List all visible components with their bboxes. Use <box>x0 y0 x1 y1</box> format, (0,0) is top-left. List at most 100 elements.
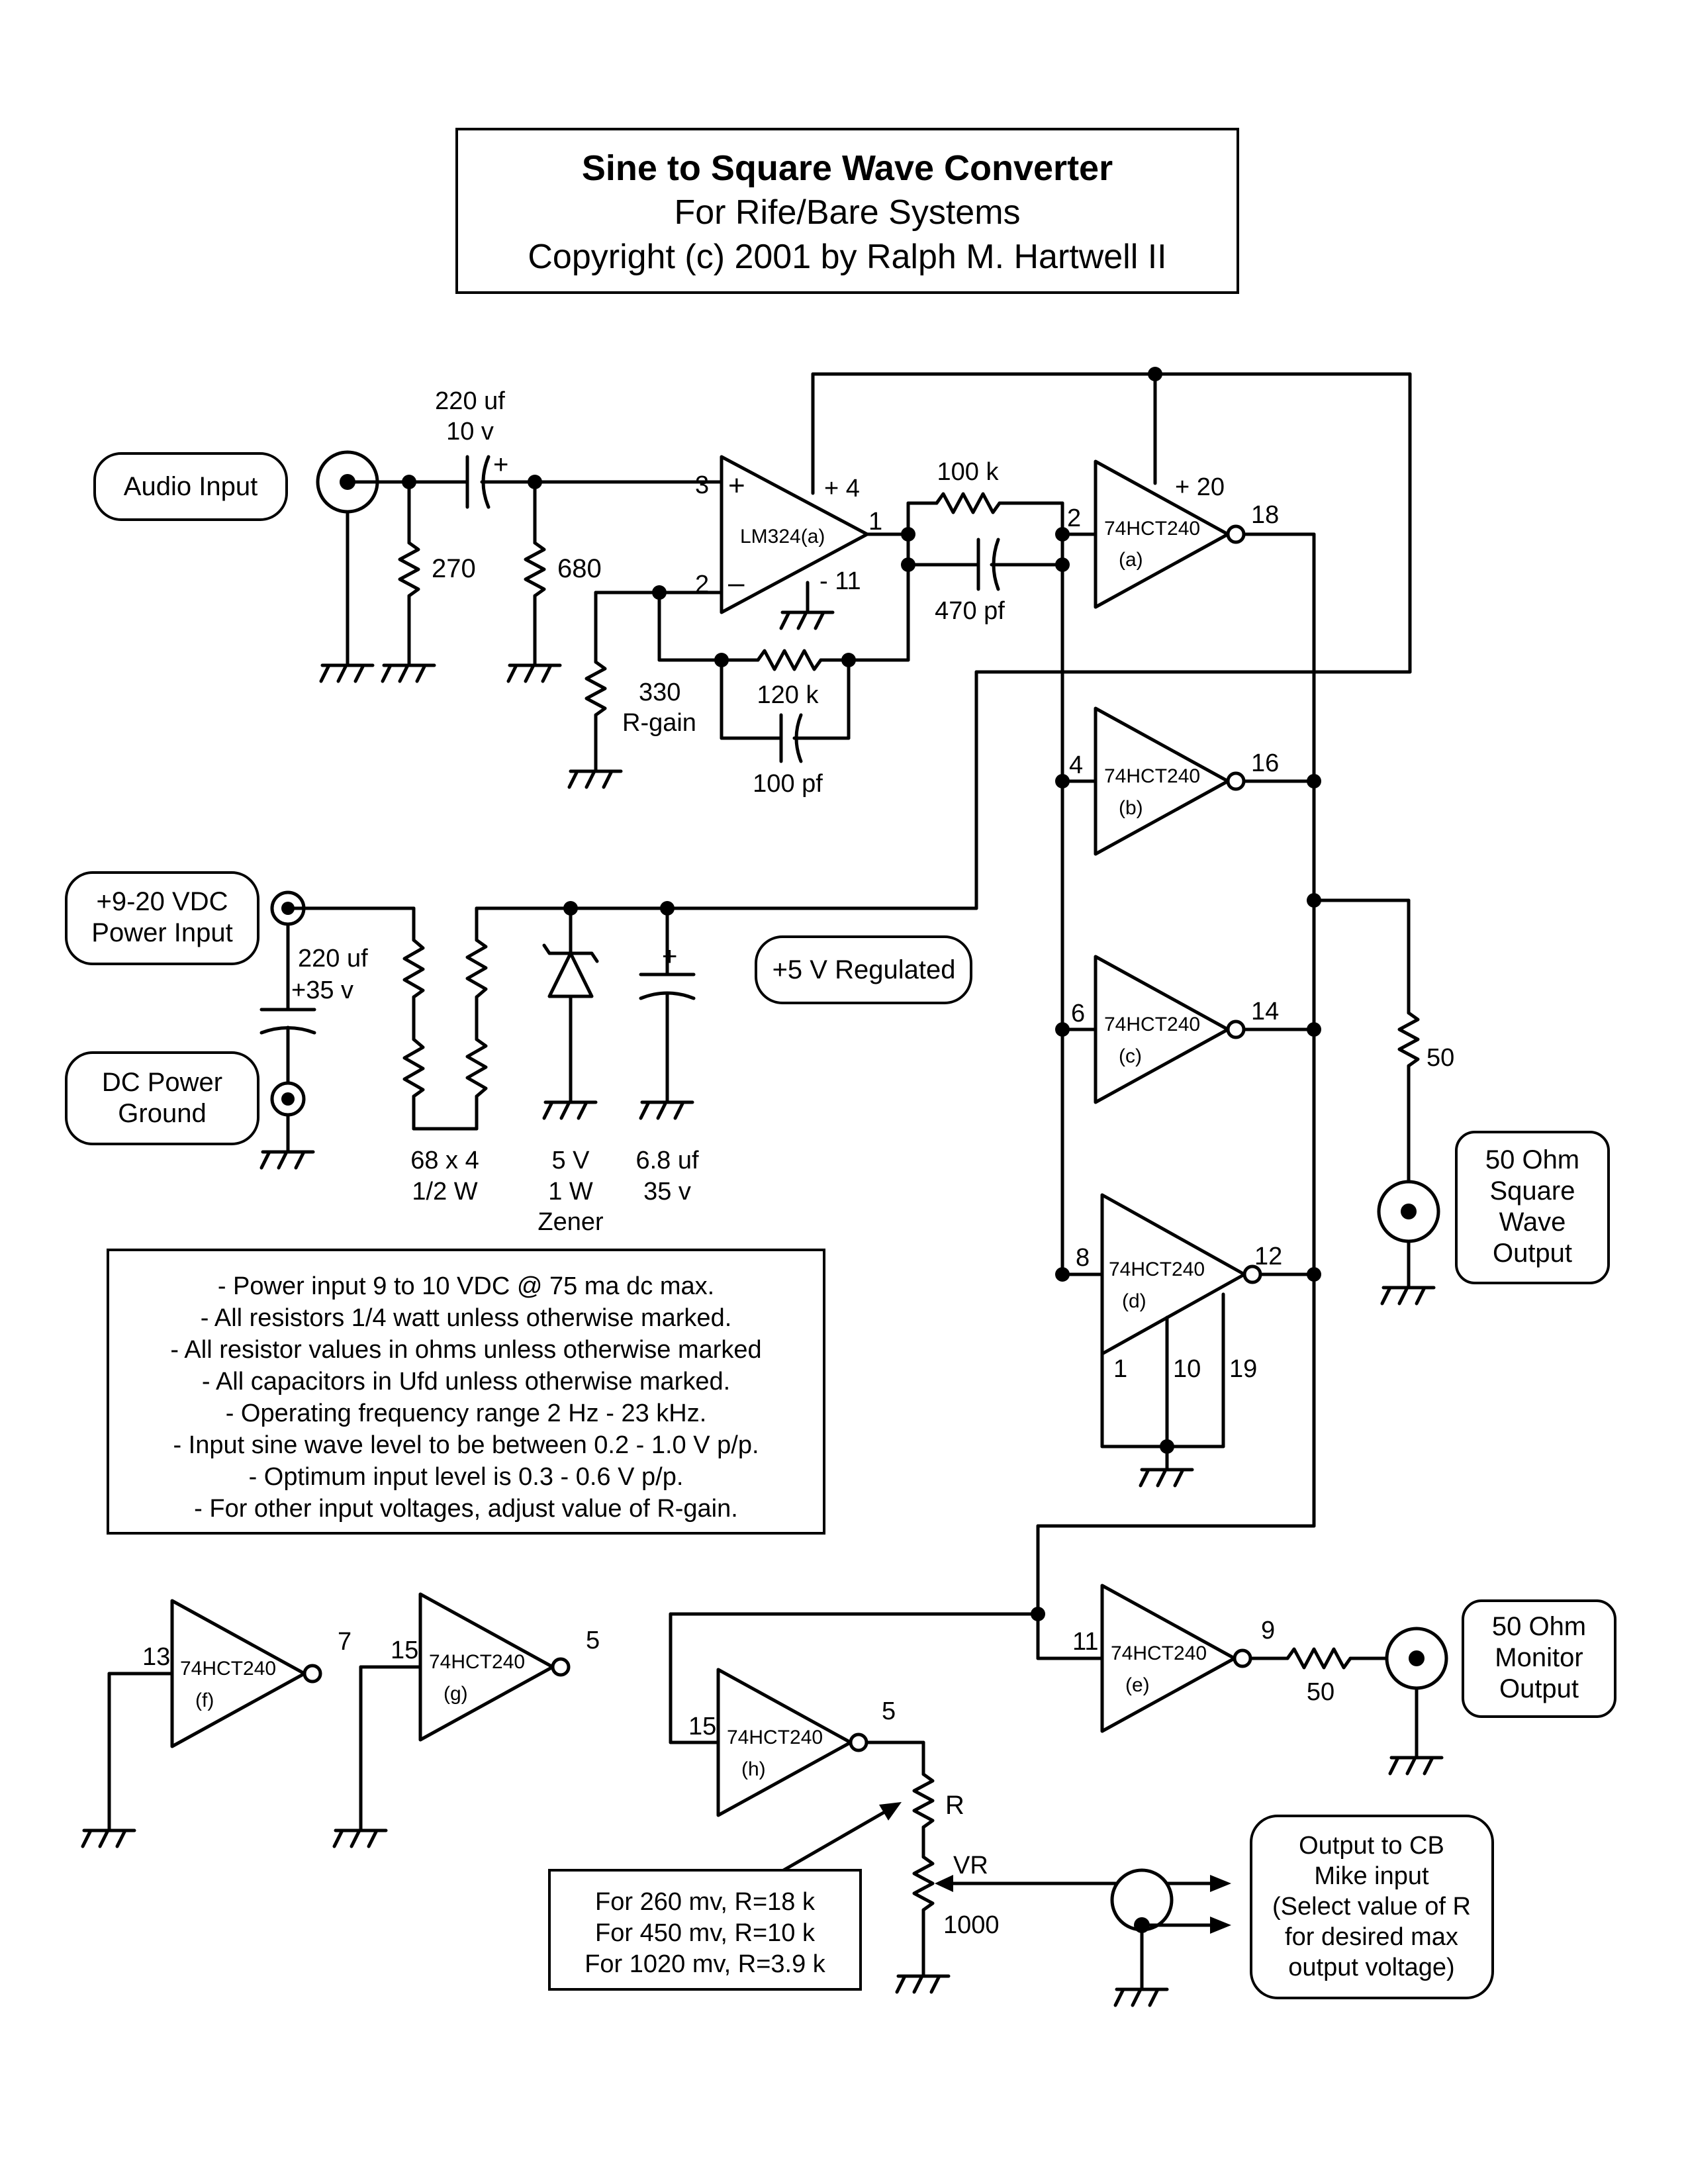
regulated-label-box <box>755 935 972 1004</box>
r330-label: R-gain <box>622 709 696 737</box>
cb-line-2: Mike input <box>1314 1862 1429 1890</box>
title-line-3: Copyright (c) 2001 by Ralph M. Hartwell … <box>528 238 1166 276</box>
cb-line-5: output voltage) <box>1288 1954 1454 1981</box>
gate-a-pin-out: 18 <box>1251 501 1279 529</box>
gate-d-pin-out: 12 <box>1254 1243 1282 1270</box>
gate-g-pin-out: 5 <box>586 1627 600 1654</box>
r68-label-1: 68 x 4 <box>410 1147 479 1174</box>
opamp-triangle <box>720 455 869 614</box>
dc-ground-label-box <box>65 1051 259 1145</box>
opamp-pin2: 2 <box>695 571 709 598</box>
opamp-label: LM324(a) <box>740 526 825 547</box>
gate-f-pin-in: 13 <box>142 1643 170 1671</box>
c68-label-2: 35 v <box>643 1178 691 1206</box>
resistor-68-3 <box>465 1037 488 1098</box>
title-line-2: For Rife/Bare Systems <box>674 193 1020 232</box>
gate-g-name: 74HCT240 <box>429 1651 525 1673</box>
zener-label-1: 5 V <box>551 1147 590 1174</box>
c68-label-1: 6.8 uf <box>635 1147 699 1174</box>
gain-network: 330 R-gain 120 k 100 pf <box>569 563 910 798</box>
resistor-r-gain <box>585 660 607 717</box>
resistor-50-square <box>1397 1011 1420 1068</box>
r-table-row-1: For 260 mv, R=18 k <box>595 1888 816 1916</box>
resistor-68-1 <box>402 938 425 999</box>
resistor-r-select <box>912 1772 935 1829</box>
cin-plus: + <box>493 450 508 479</box>
opamp-v4: + 4 <box>824 475 860 502</box>
note-3: - All resistor values in ohms unless oth… <box>170 1336 761 1364</box>
cb-line-1: Output to CB <box>1299 1832 1444 1860</box>
r680-label: 680 <box>557 554 602 583</box>
gate-b-name: 74HCT240 <box>1104 765 1200 787</box>
gate-h-pin-out: 5 <box>882 1697 896 1725</box>
gate-h: 74HCT240 (h) 15 5 R VR 1000 <box>669 1612 1231 1992</box>
gate-h-pin-in: 15 <box>688 1713 716 1740</box>
cb-line-4: for desired max <box>1285 1923 1458 1951</box>
gate-e: 74HCT240 (e) 11 9 50 50 Ohm Monitor Outp… <box>1031 1524 1616 1774</box>
gate-c-name: 74HCT240 <box>1104 1014 1200 1035</box>
cin-value: 220 uf <box>435 387 505 415</box>
gate-e-pin-out: 9 <box>1261 1617 1275 1644</box>
square-wave-output: 50 50 Ohm Square Wave Output <box>1312 898 1610 1304</box>
r68-label-2: 1/2 W <box>412 1178 477 1206</box>
note-5: - Operating frequency range 2 Hz - 23 kH… <box>226 1400 707 1427</box>
dc-ground-line-2: Ground <box>118 1099 206 1128</box>
gate-d-pin-in: 8 <box>1076 1244 1090 1272</box>
gate-d-pin-19: 19 <box>1229 1355 1257 1383</box>
out50-line-1: 50 Ohm <box>1485 1145 1579 1174</box>
c68-plus: + <box>662 942 677 971</box>
note-8: - For other input voltages, adjust value… <box>194 1495 738 1523</box>
resistor-120k <box>756 649 823 671</box>
opamp-pin3: 3 <box>695 471 709 499</box>
gate-f-pin-out: 7 <box>338 1628 351 1656</box>
cpower-voltage: +35 v <box>291 976 353 1004</box>
resistor-68-2 <box>402 1037 425 1098</box>
r50-monitor-label: 50 <box>1307 1678 1334 1706</box>
title-line-1: Sine to Square Wave Converter <box>582 148 1113 188</box>
resistor-50-monitor <box>1286 1647 1352 1670</box>
notes-frame <box>107 1249 825 1535</box>
out50-line-3: Wave <box>1499 1208 1566 1237</box>
resistor-68-4 <box>465 938 488 999</box>
gate-a-name: 74HCT240 <box>1104 518 1200 540</box>
gate-a-pin-in: 2 <box>1067 504 1081 532</box>
vr-value: 1000 <box>943 1911 1000 1939</box>
gate-d-sub: (d) <box>1122 1290 1146 1312</box>
c470pf-label: 470 pf <box>935 597 1005 625</box>
power-input-line-2: Power Input <box>91 918 232 947</box>
title-block: Sine to Square Wave Converter For Rife/B… <box>455 128 1239 294</box>
cpower-value: 220 uf <box>298 945 368 973</box>
gate-a-sub: (a) <box>1119 549 1143 571</box>
mon-line-2: Monitor <box>1495 1643 1583 1672</box>
r-table-row-3: For 1020 mv, R=3.9 k <box>585 1950 826 1978</box>
note-1: - Power input 9 to 10 VDC @ 75 ma dc max… <box>218 1272 714 1300</box>
r-select-label: R <box>945 1791 964 1820</box>
resistor-270 <box>398 541 420 598</box>
note-7: - Optimum input level is 0.3 - 0.6 V p/p… <box>249 1463 684 1491</box>
gate-d-name: 74HCT240 <box>1109 1258 1205 1280</box>
gate-c-sub: (c) <box>1119 1045 1142 1067</box>
opamp-minus: – <box>728 567 745 599</box>
gate-a: 74HCT240 (a) 2 18 + 20 <box>1067 372 1321 1528</box>
zener-label-3: Zener <box>538 1208 604 1236</box>
opamp-v11: - 11 <box>819 567 861 595</box>
out50-line-4: Output <box>1493 1239 1572 1268</box>
gate-b-pin-out: 16 <box>1251 749 1279 777</box>
audio-input-label: Audio Input <box>124 472 257 501</box>
regulated-label: +5 V Regulated <box>772 955 956 984</box>
gate-e-name: 74HCT240 <box>1111 1642 1207 1664</box>
mon-line-3: Output <box>1499 1674 1579 1703</box>
gate-f-sub: (f) <box>195 1689 214 1711</box>
gate-f-name: 74HCT240 <box>180 1658 276 1680</box>
r-table-row-2: For 450 mv, R=10 k <box>595 1919 816 1947</box>
gate-h-name: 74HCT240 <box>727 1727 823 1748</box>
potentiometer-vr <box>912 1855 935 1912</box>
monitor-label-box <box>1462 1599 1616 1718</box>
gate-c-pin-in: 6 <box>1071 1000 1085 1027</box>
power-section: +9-20 VDC Power Input 220 uf +35 v DC Po… <box>65 871 972 1236</box>
coupling-network: 100 k 470 pf <box>865 458 1098 1282</box>
audio-input-section: Audio Input 270 220 uf 10 v + 680 <box>93 387 724 681</box>
r330-value: 330 <box>639 679 680 706</box>
opamp-pin1: 1 <box>868 508 882 536</box>
cb-label-box <box>1250 1815 1494 1999</box>
